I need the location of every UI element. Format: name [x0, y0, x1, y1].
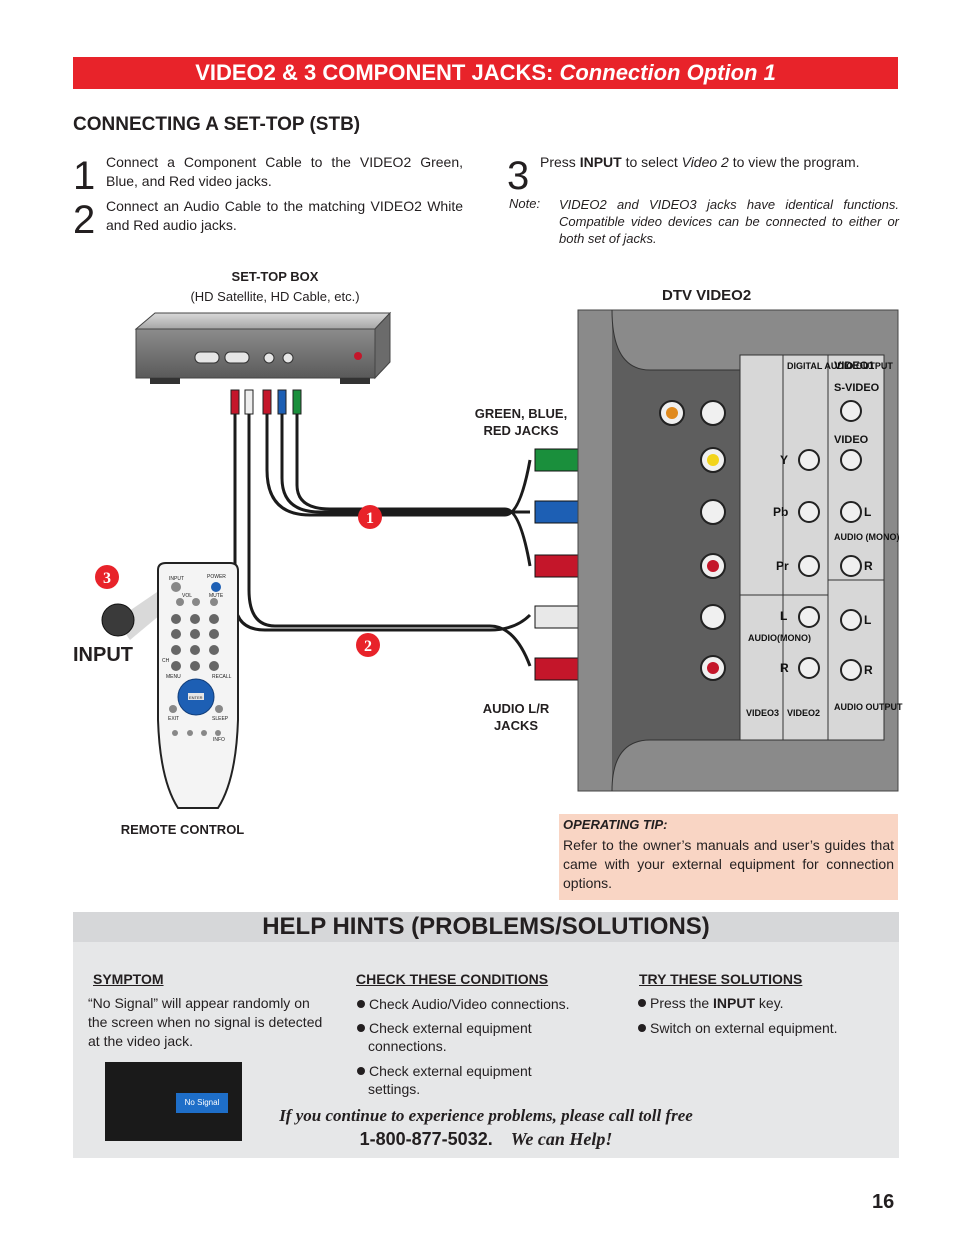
- step-1-text: Connect a Component Cable to the VIDEO2 …: [106, 154, 463, 189]
- audio-label-2: JACKS: [493, 718, 539, 733]
- check-item-1: Check Audio/Video connections.: [357, 995, 602, 1013]
- operating-tip-title: OPERATING TIP:: [563, 817, 668, 832]
- step-2-text: Connect an Audio Cable to the matching V…: [106, 198, 463, 233]
- solution-item-1: Press the INPUT key.: [638, 994, 888, 1012]
- section-title: CONNECTING A SET-TOP (STB): [73, 114, 361, 135]
- marker-3: 3: [103, 570, 111, 587]
- connection-diagram: DIGITAL AUDIO OUTPUT VIDEO1 S-VIDEO VIDE…: [95, 309, 903, 809]
- help-hints-title: HELP HINTS (PROBLEMS/SOLUTIONS): [73, 912, 899, 942]
- cables: [233, 414, 532, 667]
- step-1-number: 1: [73, 154, 96, 198]
- audio-label-1: AUDIO L/R: [482, 701, 550, 716]
- panel-svideo-label: S-VIDEO: [834, 382, 880, 394]
- remote-menu-key: MENU: [166, 674, 181, 680]
- tv-jacks: [659, 400, 862, 681]
- footer-phone-line: 1-800-877-5032. We can Help!: [73, 1129, 899, 1150]
- panel-l-label: L: [780, 609, 787, 623]
- step-3-text: Press INPUT to select Video 2 to view th…: [540, 154, 860, 170]
- panel-digital-audio-label: DIGITAL AUDIO OUTPUT: [787, 361, 893, 371]
- title-italic: Connection Option 1: [559, 60, 776, 85]
- remote-control-illustration: INPUT POWER VOL MUTE CH RECALL MENU ENTE…: [101, 562, 239, 809]
- stb-label: SET-TOP BOX: [231, 269, 319, 284]
- panel-y-label: Y: [780, 453, 788, 467]
- note-text: VIDEO2 and VIDEO3 jacks have identical f…: [559, 197, 899, 246]
- page-title-bar: VIDEO2 & 3 COMPONENT JACKS: Connection O…: [73, 57, 898, 89]
- check-item-2: Check external equipment connections.: [357, 1019, 567, 1055]
- remote-input-key: INPUT: [169, 576, 184, 582]
- input-label: INPUT: [73, 644, 133, 666]
- panel-r-label: R: [780, 661, 789, 675]
- step-3-number: 3: [507, 154, 530, 198]
- stb-sublabel: (HD Satellite, HD Cable, etc.): [190, 289, 360, 304]
- panel-video1-label: VIDEO1: [834, 360, 874, 372]
- set-top-box-illustration: [134, 311, 392, 384]
- gbr-label-2: RED JACKS: [483, 423, 559, 438]
- remote-enter-key: ENTER: [189, 695, 203, 700]
- panel-video-label: VIDEO: [834, 434, 869, 446]
- remote-sleep-key: SLEEP: [212, 716, 229, 722]
- symptom-heading: SYMPTOM: [93, 971, 164, 987]
- remote-recall-key: RECALL: [212, 674, 232, 680]
- marker-2: 2: [364, 638, 372, 655]
- stb-cable-plugs: [230, 389, 302, 415]
- footer-call-text: If you continue to experience problems, …: [279, 1106, 693, 1125]
- tv-label: DTV VIDEO2: [662, 287, 752, 304]
- remote-mute-key: MUTE: [209, 593, 224, 599]
- title-main: VIDEO2 & 3 COMPONENT JACKS:: [195, 60, 554, 85]
- note-label: Note:: [509, 196, 541, 211]
- panel-audio-output-label: AUDIO OUTPUT: [834, 702, 903, 712]
- remote-power-key: POWER: [207, 574, 226, 580]
- panel-l3-label: L: [864, 613, 871, 627]
- panel-l2-label: L: [864, 505, 871, 519]
- panel-video2-label: VIDEO2: [787, 708, 820, 718]
- panel-r2-label: R: [864, 559, 873, 573]
- step-markers: 1 2 3: [95, 505, 382, 657]
- remote-label: REMOTE CONTROL: [120, 822, 245, 837]
- check-conditions-heading: CHECK THESE CONDITIONS: [356, 971, 549, 987]
- operating-tip-box: OPERATING TIP: Refer to the owner’s manu…: [559, 814, 898, 900]
- we-can-help: We can Help!: [510, 1129, 613, 1149]
- marker-1: 1: [366, 510, 374, 527]
- remote-ch-key: CH: [162, 658, 170, 664]
- check-item-3: Check external equipment settings.: [357, 1062, 567, 1098]
- gbr-label-1: GREEN, BLUE,: [474, 406, 568, 421]
- page-number: 16: [872, 1191, 895, 1213]
- panel-audio-mono-label: AUDIO (MONO): [834, 532, 900, 542]
- phone-number: 1-800-877-5032.: [359, 1129, 493, 1149]
- remote-vol-key: VOL: [182, 593, 192, 599]
- remote-info-key: INFO: [213, 737, 225, 743]
- step-2-number: 2: [73, 198, 96, 242]
- try-solutions-heading: TRY THESE SOLUTIONS: [639, 971, 803, 987]
- operating-tip-text: Refer to the owner’s manuals and user’s …: [563, 837, 894, 891]
- panel-r3-label: R: [864, 663, 873, 677]
- panel-labels: DIGITAL AUDIO OUTPUT VIDEO1 S-VIDEO VIDE…: [746, 360, 903, 718]
- panel-audio-mono2-label: AUDIO(MONO): [748, 633, 811, 643]
- remote-exit-key: EXIT: [168, 716, 179, 722]
- no-signal-badge: No Signal: [176, 1093, 228, 1113]
- symptom-text: “No Signal” will appear randomly on the …: [88, 995, 323, 1049]
- panel-pr-label: Pr: [776, 559, 789, 573]
- panel-pb-label: Pb: [773, 505, 788, 519]
- panel-video3-label: VIDEO3: [746, 708, 779, 718]
- solution-item-2: Switch on external equipment.: [638, 1019, 888, 1037]
